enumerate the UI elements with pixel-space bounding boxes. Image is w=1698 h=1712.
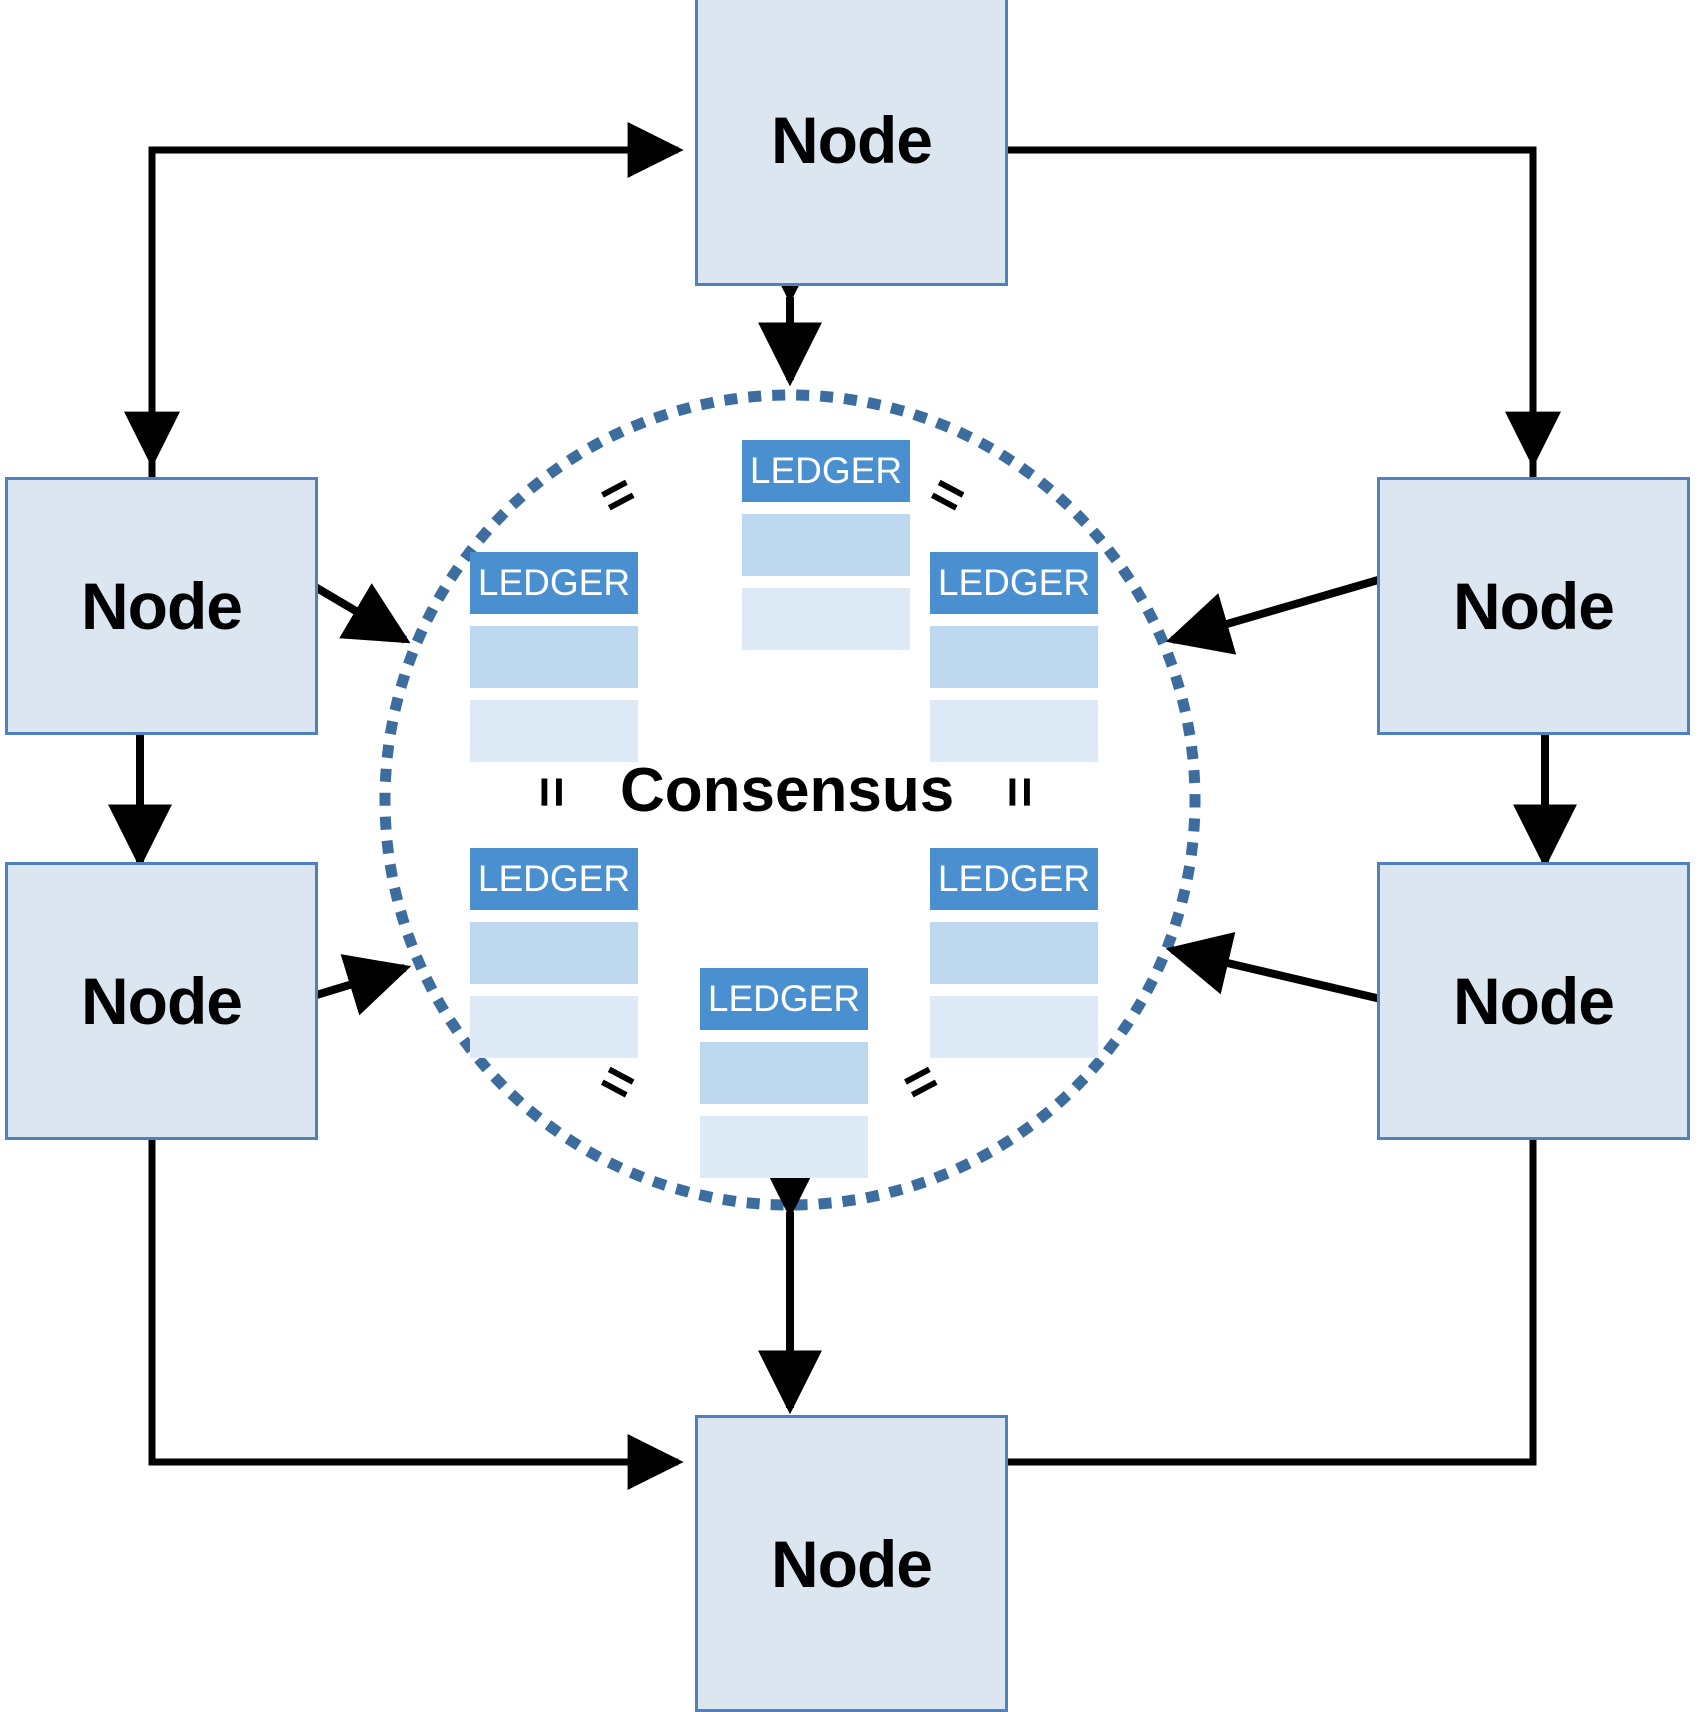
ledger-left-lower-header: LEDGER: [470, 848, 638, 910]
node-top-label: Node: [771, 103, 933, 177]
ledger-left-upper-header: LEDGER: [470, 552, 638, 614]
arrow-left-lower-to-bottom: [148, 1140, 684, 1490]
consensus-label: Consensus: [620, 756, 955, 825]
ledger-bottom-row-1: [700, 1042, 868, 1104]
arrow-right-lower-to-circle: [1165, 932, 1449, 1045]
ledger-bottom-header: LEDGER: [700, 968, 868, 1030]
node-right-upper[interactable]: Node: [1377, 477, 1690, 735]
ledger-right-upper-row-2: [930, 700, 1098, 762]
ledger-right-upper[interactable]: LEDGER: [930, 552, 1098, 762]
ledger-left-upper[interactable]: LEDGER: [470, 552, 638, 762]
ledger-right-upper-row-1: [930, 626, 1098, 688]
node-right-lower-label: Node: [1453, 964, 1615, 1038]
ledger-left-lower[interactable]: LEDGER: [470, 848, 638, 1058]
arrow-right-upper-to-circle: [1165, 531, 1450, 655]
ledger-right-upper-header: LEDGER: [930, 552, 1098, 614]
arrow-left-upper-to-top: [148, 122, 684, 477]
ledger-right-lower-row-2: [930, 996, 1098, 1058]
ledger-left-lower-row-1: [470, 922, 638, 984]
node-bottom-label: Node: [771, 1526, 933, 1601]
arrow-right-upper-to-top: [949, 122, 1537, 477]
ledger-right-lower[interactable]: LEDGER: [930, 848, 1098, 1058]
node-bottom[interactable]: Node: [695, 1415, 1008, 1712]
node-left-upper[interactable]: Node: [5, 477, 318, 735]
node-top[interactable]: Node: [695, 0, 1008, 286]
equals-mid-right-icon: =: [989, 776, 1050, 808]
ledger-bottom[interactable]: LEDGER: [700, 968, 868, 1178]
node-left-upper-label: Node: [81, 569, 243, 643]
ledger-top-row-1: [742, 514, 910, 576]
ledger-top-header: LEDGER: [742, 440, 910, 502]
consensus-circle: [379, 389, 1201, 1211]
ledger-top[interactable]: LEDGER: [742, 440, 910, 650]
node-right-lower[interactable]: Node: [1377, 862, 1690, 1140]
ledger-top-row-2: [742, 588, 910, 650]
ledger-left-upper-row-2: [470, 700, 638, 762]
node-left-lower-label: Node: [81, 964, 243, 1038]
equals-mid-left-icon: =: [521, 776, 582, 808]
ledger-bottom-row-2: [700, 1116, 868, 1178]
ledger-left-upper-row-1: [470, 626, 638, 688]
ledger-right-lower-header: LEDGER: [930, 848, 1098, 910]
node-right-upper-label: Node: [1453, 569, 1615, 643]
node-left-lower[interactable]: Node: [5, 862, 318, 1140]
ledger-right-lower-row-1: [930, 922, 1098, 984]
ledger-left-lower-row-2: [470, 996, 638, 1058]
arrow-right-lower-to-bottom: [949, 1140, 1537, 1490]
